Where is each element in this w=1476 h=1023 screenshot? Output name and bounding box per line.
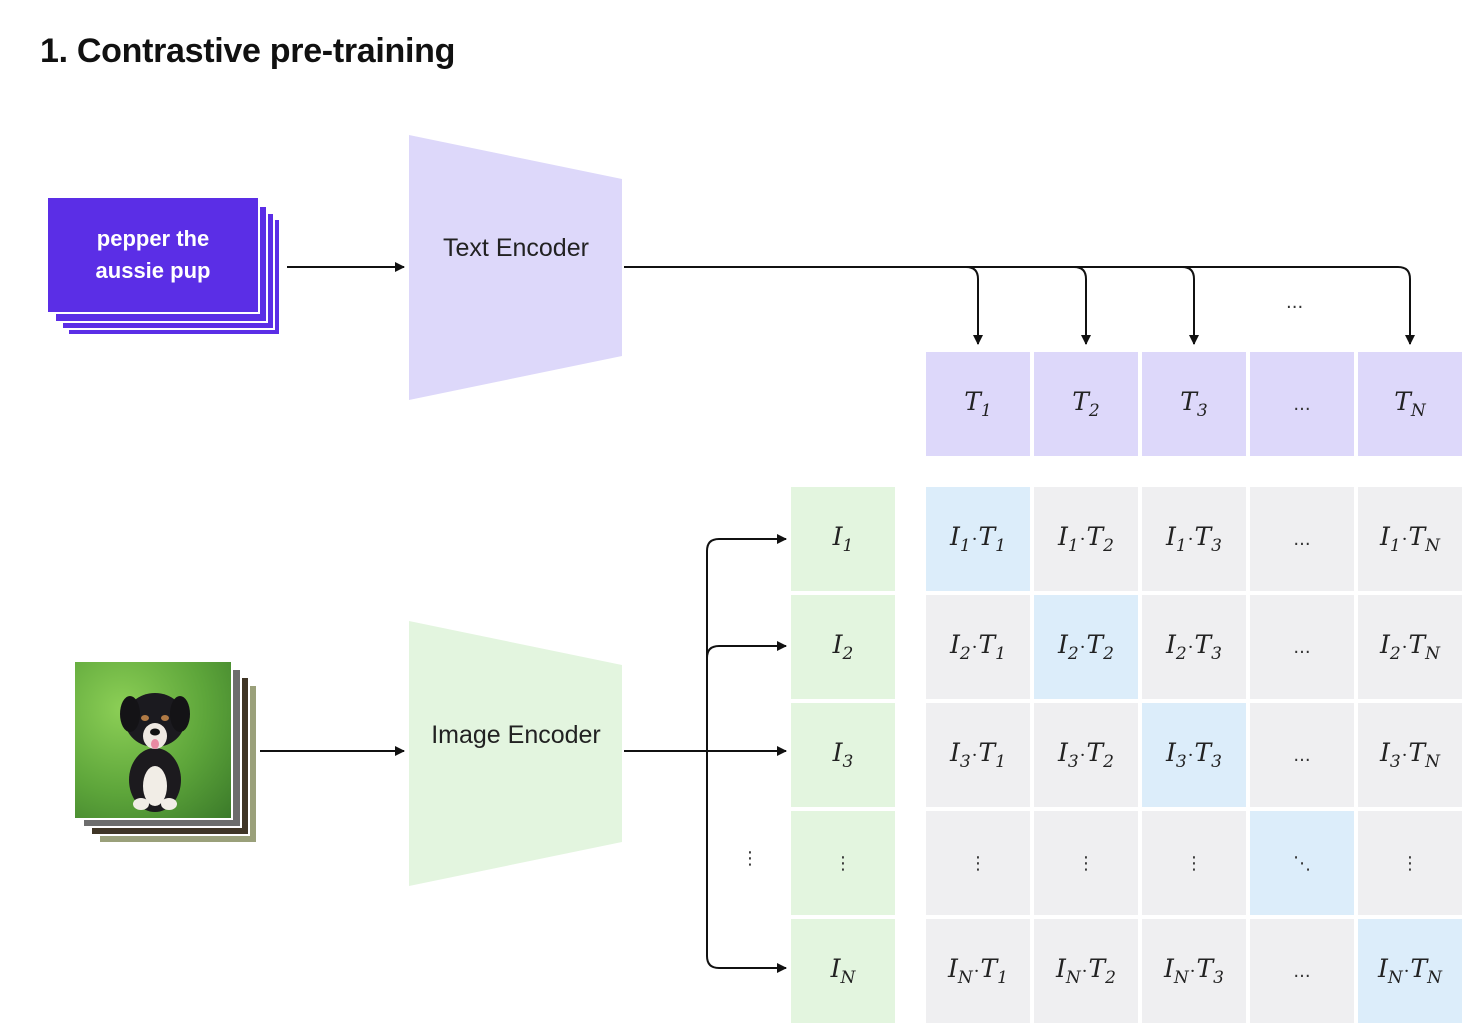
image-arrows-ellipsis: ⋮ — [741, 848, 759, 869]
image-encoder — [409, 621, 622, 886]
matrix-cell-1-n: I1·TN — [1358, 487, 1462, 591]
text-embedding-tn: TN — [1358, 352, 1462, 456]
matrix-cell-2-3: I2·T3 — [1142, 595, 1246, 699]
matrix-cell-n-1: IN·T1 — [926, 919, 1030, 1023]
image-encoder-label: Image Encoder — [431, 721, 601, 749]
matrix-cell-n-3: IN·T3 — [1142, 919, 1246, 1023]
text-input-caption: pepper the aussie pup — [95, 226, 211, 283]
matrix-cell-1-1: I1·T1 — [926, 487, 1030, 591]
text-embedding-t3: T3 — [1142, 352, 1246, 456]
text-input-card: pepper the aussie pup — [46, 196, 260, 314]
image-embedding-i2: I2 — [791, 595, 895, 699]
matrix-cell-3-3: I3·T3 — [1142, 703, 1246, 807]
image-embedding-in: IN — [791, 919, 895, 1023]
matrix-cell-4-1: ⋮ — [926, 811, 1030, 915]
matrix-cell-2-1: I2·T1 — [926, 595, 1030, 699]
text-embedding-t1: T1 — [926, 352, 1030, 456]
matrix-cell-2-n: I2·TN — [1358, 595, 1462, 699]
matrix-cell-3-2: I3·T2 — [1034, 703, 1138, 807]
diagram-title: 1. Contrastive pre-training — [40, 32, 456, 70]
image-embedding-i1: I1 — [791, 487, 895, 591]
matrix-cell-3-n: I3·TN — [1358, 703, 1462, 807]
text-embedding-t2: T2 — [1034, 352, 1138, 456]
matrix-cell-3-1: I3·T1 — [926, 703, 1030, 807]
matrix-cell-4-n: ⋮ — [1358, 811, 1462, 915]
puppy-photo-icon — [120, 693, 190, 812]
matrix-cell-4-diagonal-ellipsis: ⋱ — [1250, 811, 1354, 915]
text-encoder — [409, 135, 622, 400]
image-embedding-i3: I3 — [791, 703, 895, 807]
text-encoder-label: Text Encoder — [443, 234, 589, 262]
matrix-cell-n-n: IN·TN — [1358, 919, 1462, 1023]
image-input-photo — [73, 660, 233, 820]
matrix-cell-4-2: ⋮ — [1034, 811, 1138, 915]
matrix-cell-n-2: IN·T2 — [1034, 919, 1138, 1023]
matrix-cell-1-2: I1·T2 — [1034, 487, 1138, 591]
matrix-cell-1-ellipsis: ... — [1250, 487, 1354, 591]
matrix-cell-4-3: ⋮ — [1142, 811, 1246, 915]
text-embedding-ellipsis: ... — [1250, 352, 1354, 456]
matrix-cell-2-2: I2·T2 — [1034, 595, 1138, 699]
image-embedding-ellipsis: ⋮ — [791, 811, 895, 915]
text-arrows-ellipsis: ... — [1286, 292, 1304, 313]
matrix-cell-2-ellipsis: ... — [1250, 595, 1354, 699]
matrix-cell-1-3: I1·T3 — [1142, 487, 1246, 591]
matrix-cell-n-ellipsis: ... — [1250, 919, 1354, 1023]
matrix-cell-3-ellipsis: ... — [1250, 703, 1354, 807]
